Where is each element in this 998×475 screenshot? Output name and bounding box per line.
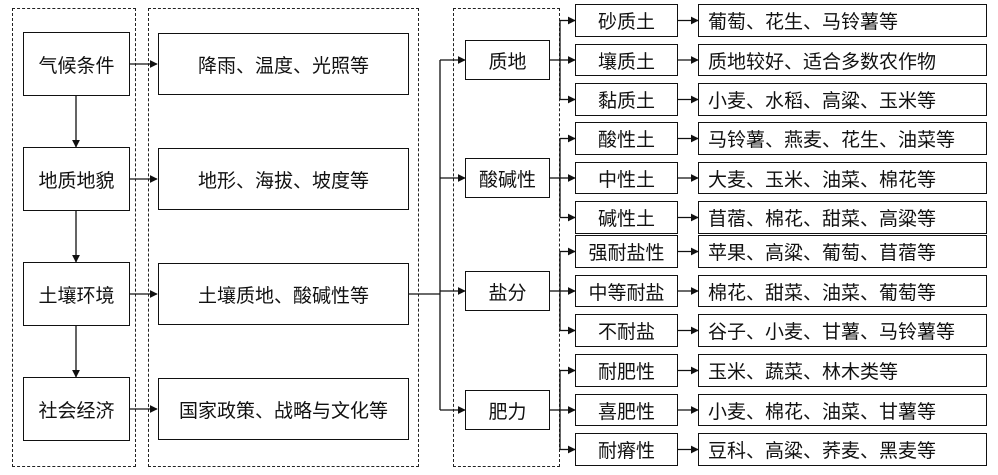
crop-list-box: 大麦、玉米、油菜、棉花等 (698, 161, 987, 195)
factor-detail-box: 地形、海拔、坡度等 (158, 148, 409, 210)
crop-list-box: 小麦、棉花、油菜、甘薯等 (698, 393, 987, 427)
crop-list-box: 棉花、甜菜、油菜、葡萄等 (698, 274, 987, 308)
soil-type-box: 壤质土 (575, 43, 678, 77)
soil-type-box: 中性土 (575, 161, 678, 195)
crop-list-box: 葡萄、花生、马铃薯等 (698, 4, 987, 37)
crop-list-box: 小麦、水稻、高粱、玉米等 (698, 83, 987, 116)
crop-list-box: 苹果、高粱、葡萄、苜蓿等 (698, 235, 987, 268)
crop-list-box: 豆科、高粱、荞麦、黑麦等 (698, 433, 987, 466)
soil-type-box: 中等耐盐 (575, 274, 678, 308)
soil-type-box: 不耐盐 (575, 314, 678, 347)
factor-box: 社会经济 (23, 377, 130, 441)
soil-type-box: 砂质土 (575, 4, 678, 37)
soil-type-box: 喜肥性 (575, 393, 678, 427)
factor-box: 地质地貌 (23, 147, 130, 211)
soil-group-box: 盐分 (465, 271, 550, 311)
crop-list-box: 质地较好、适合多数农作物 (698, 43, 987, 77)
crop-list-box: 马铃薯、燕麦、花生、油菜等 (698, 122, 987, 155)
factor-group-border (12, 8, 136, 467)
soil-group-box: 肥力 (465, 390, 550, 430)
soil-type-box: 酸性土 (575, 122, 678, 155)
factor-detail-box: 土壤质地、酸碱性等 (158, 263, 409, 325)
factor-box: 气候条件 (23, 32, 130, 96)
crop-list-box: 谷子、小麦、甘薯、马铃薯等 (698, 314, 987, 347)
soil-type-box: 强耐盐性 (575, 235, 678, 268)
factor-detail-box: 降雨、温度、光照等 (158, 33, 409, 95)
soil-group-box: 质地 (465, 40, 550, 80)
soil-type-box: 耐瘠性 (575, 433, 678, 466)
factor-detail-box: 国家政策、战略与文化等 (158, 378, 409, 440)
soil-type-box: 黏质土 (575, 83, 678, 116)
soil-attribute-group-border (453, 8, 560, 467)
soil-type-box: 碱性土 (575, 201, 678, 234)
factor-box: 土壤环境 (23, 262, 130, 326)
crop-list-box: 玉米、蔬菜、林木类等 (698, 354, 987, 387)
soil-type-box: 耐肥性 (575, 354, 678, 387)
detail-group-border (148, 8, 419, 467)
crop-list-box: 苜蓿、棉花、甜菜、高粱等 (698, 201, 987, 234)
soil-group-box: 酸碱性 (465, 158, 550, 198)
